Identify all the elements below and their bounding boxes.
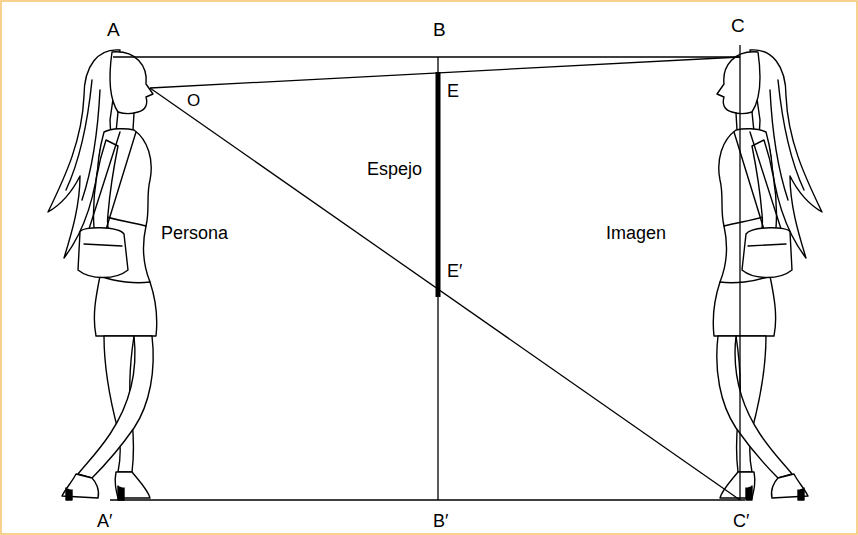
point-label: O [186,92,201,109]
point-label: Imagen [605,224,667,242]
top-line [113,56,740,57]
point-label: B [432,20,447,39]
image-figure [713,50,822,500]
point-label: Persona [160,224,229,242]
point-label: A [106,20,121,39]
point-label: C [730,16,746,35]
sight-line-foot [150,88,740,500]
point-label: C′ [732,512,750,530]
mirror-axis [437,57,438,500]
point-label: Espejo [366,160,423,178]
bottom-line [110,499,745,500]
person-figure [48,50,157,500]
point-label: E [446,82,460,100]
point-label: B′ [432,512,449,530]
point-label: A′ [96,512,113,530]
image-axis [739,45,740,500]
point-label: E′ [446,262,463,280]
sight-line-top [150,57,740,88]
mirror [436,72,441,297]
